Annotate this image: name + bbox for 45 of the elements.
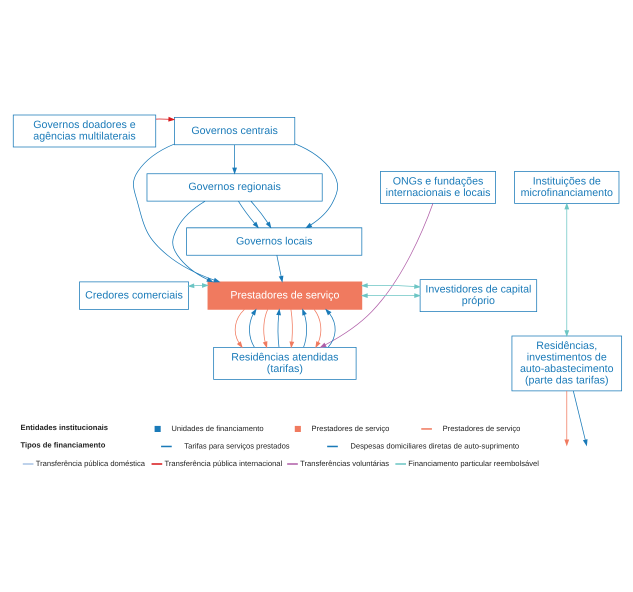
- legend-label: Despesas domiciliares diretas de auto-suprimento: [350, 441, 520, 450]
- arrow: [250, 200, 272, 229]
- label: Tipos de financiamento: [20, 440, 106, 450]
- arrow: [319, 203, 434, 348]
- node-box: Prestadores de serviço: [208, 282, 362, 310]
- arrow: [314, 309, 322, 348]
- arrow: [564, 390, 570, 446]
- node-box: Credores comerciais: [79, 282, 189, 310]
- arrow: [132, 144, 220, 282]
- arrow: [289, 309, 294, 348]
- node-box: Governos regionais: [146, 173, 323, 202]
- arrow: [360, 293, 422, 298]
- node-box: Residências, investimentos de auto-abastecimento (parte das tarifas): [512, 336, 622, 392]
- arrow: [172, 200, 214, 282]
- node-box: Governos doadores e agências multilaterais: [12, 114, 156, 148]
- arrow: [262, 309, 268, 348]
- arrow: [238, 200, 259, 228]
- arrow: [572, 390, 588, 446]
- node-box: Instituições de microfinanciamento: [514, 171, 620, 204]
- arrow: [276, 254, 284, 283]
- node-box: ONGs e fundações internacionais e locais: [380, 171, 496, 204]
- legend-label: Prestadores de serviço: [442, 424, 520, 433]
- arrow: [234, 309, 245, 348]
- arrow: [187, 283, 209, 288]
- node-box: Investidores de capital próprio: [420, 279, 538, 312]
- legend-label: Tarifas para serviços prestados: [184, 441, 290, 450]
- arrow: [325, 308, 336, 348]
- arrow: [156, 116, 176, 122]
- arrow: [294, 143, 338, 228]
- legend-label: Unidades de financiamento: [171, 424, 264, 433]
- legend-label: Transferência pública internacional: [164, 458, 282, 468]
- legend-label: Prestadores de serviço: [312, 424, 390, 433]
- legend-label: Financiamento particular reembolsável: [408, 458, 540, 468]
- arrow: [232, 144, 237, 175]
- node-box: Governos centrais: [174, 116, 296, 146]
- arrow: [276, 308, 282, 348]
- node-box: Residências atendidas (tarifas): [213, 347, 356, 380]
- node-box: Governos locais: [186, 227, 362, 256]
- label: Entidades institucionais: [20, 423, 108, 432]
- arrow: [249, 308, 257, 348]
- arrow: [302, 308, 307, 348]
- arrow: [564, 202, 570, 338]
- legend-label: Transferências voluntárias: [300, 458, 390, 468]
- arrow: [360, 283, 422, 289]
- legend-label: Transferência pública doméstica: [36, 458, 146, 468]
